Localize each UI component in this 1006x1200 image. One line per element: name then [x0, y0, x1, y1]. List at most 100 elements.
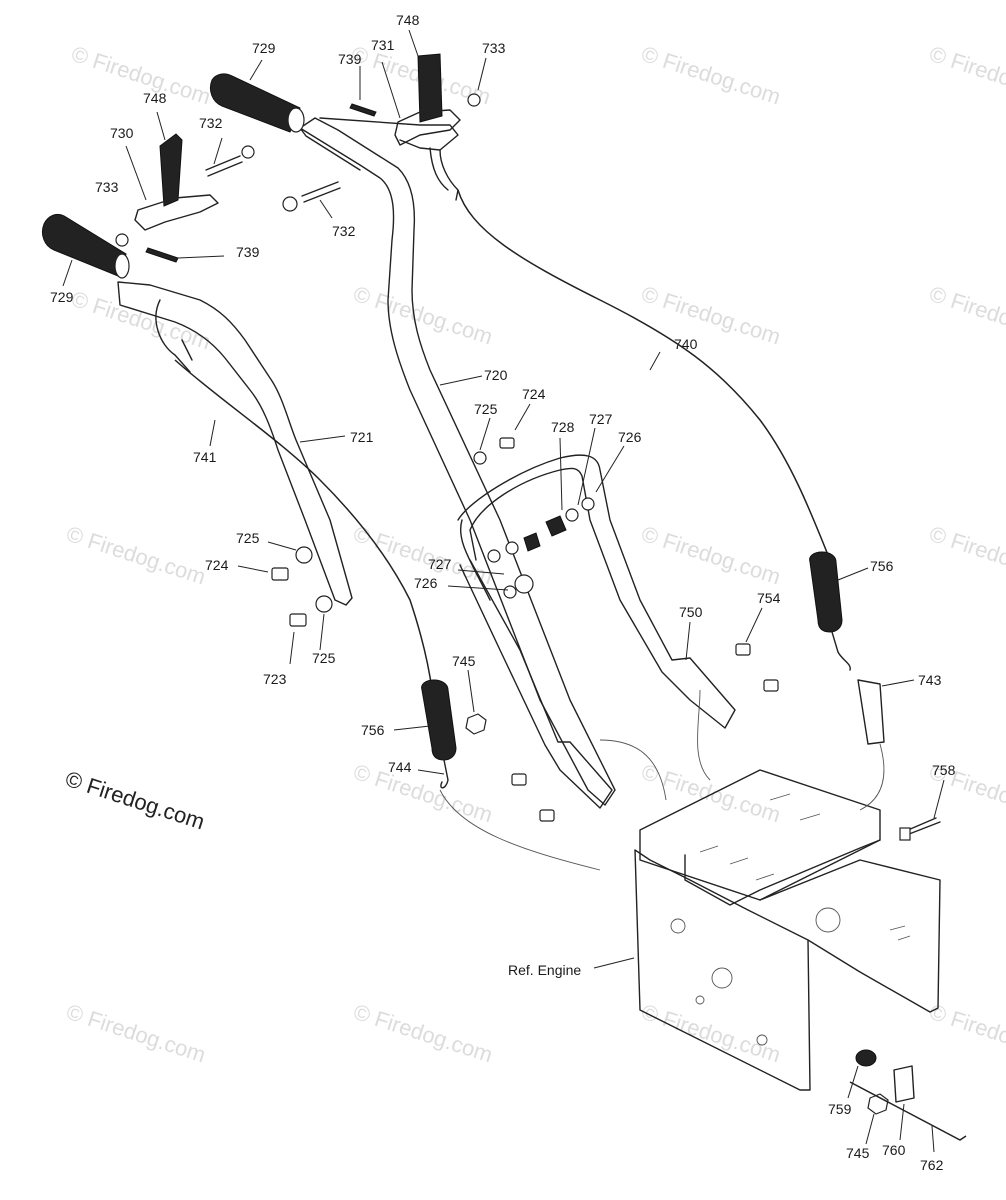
part-label-748: 748: [396, 12, 420, 28]
frame-edge: [889, 925, 911, 941]
leader-line: [479, 417, 491, 451]
lock-bar-left: [145, 247, 179, 263]
leader-line: [467, 669, 475, 713]
spring-bracket: [857, 679, 885, 745]
leader-line: [457, 569, 505, 575]
part-label-727: 727: [428, 556, 452, 572]
ghost-line: [439, 739, 667, 871]
grip-left-end: [114, 253, 130, 279]
part-label-739: 739: [338, 51, 362, 67]
part-label-739: 739: [236, 244, 260, 260]
leader-line: [249, 59, 263, 81]
bolt: [499, 437, 515, 449]
leader-line: [577, 427, 596, 506]
part-label-730: 730: [110, 125, 134, 141]
leader-line: [881, 679, 915, 687]
lock-nut-top: [467, 93, 481, 107]
control-lever-left: [159, 133, 183, 207]
part-label-729: 729: [252, 40, 276, 56]
washer: [315, 595, 333, 613]
knob-hole: [503, 585, 517, 599]
leader-line: [319, 613, 325, 651]
frame-hole: [756, 1034, 768, 1046]
washer: [295, 546, 313, 564]
watermark: © Firedog.com: [926, 41, 1006, 109]
leaders: [62, 29, 945, 1153]
part-label-724: 724: [522, 386, 546, 402]
handle-tube-top: [299, 117, 459, 171]
leader-line: [417, 769, 445, 775]
washer: [473, 451, 487, 465]
grip-left-shape: [41, 213, 127, 277]
drawing: 729 729 748 748 730 731 732 732 733 733 …: [41, 12, 967, 1173]
bushing: [523, 532, 541, 552]
bolt: [763, 679, 779, 692]
watermark: © Firedog.com: [638, 41, 783, 109]
long-bolt-head: [899, 827, 911, 841]
leader-line: [837, 567, 869, 581]
leader-line: [649, 351, 661, 371]
frame-hole: [695, 995, 705, 1005]
lower-handle-left: [459, 559, 613, 809]
control-lever-top: [417, 53, 443, 123]
watermark: © Firedog.com: [63, 999, 208, 1067]
part-label-759: 759: [828, 1101, 852, 1117]
leader-line: [209, 419, 216, 447]
part-label-732: 732: [199, 115, 223, 131]
pivot-pin-left-head: [241, 145, 255, 159]
watermark: © Firedog.com: [638, 521, 783, 589]
part-label-724: 724: [205, 557, 229, 573]
knob: [514, 574, 534, 594]
watermark: © Firedog.com: [350, 999, 495, 1067]
frame-hole: [670, 918, 686, 934]
bushing: [545, 515, 567, 537]
part-label-744: 744: [388, 759, 412, 775]
watermark: © Firedog.com: [350, 281, 495, 349]
watermark: © Firedog.com: [926, 521, 1006, 589]
spring-right: [809, 551, 843, 633]
leader-line: [237, 565, 269, 573]
part-label-729: 729: [50, 289, 74, 305]
leader-line: [319, 199, 333, 219]
leader-line: [447, 585, 509, 591]
pivot-pin-left: [205, 155, 243, 177]
washer: [581, 497, 595, 511]
leader-line: [899, 1103, 905, 1141]
spring-left: [421, 679, 457, 761]
part-label-732: 732: [332, 223, 356, 239]
frame-left-plate: [634, 849, 811, 1091]
leader-line: [593, 957, 635, 969]
spacer-759: [855, 1049, 877, 1067]
upper-handle-right-side: [429, 147, 459, 201]
frame-hole: [711, 967, 733, 989]
part-label-727: 727: [589, 411, 613, 427]
leader-line: [156, 111, 166, 141]
leader-line: [267, 541, 297, 551]
pivot-pin-right-head: [282, 196, 298, 212]
watermark: © Firedog.com: [68, 41, 213, 109]
part-label-728: 728: [551, 419, 575, 435]
part-label-723: 723: [263, 671, 287, 687]
part-label-743: 743: [918, 672, 942, 688]
leader-line: [289, 631, 295, 665]
grip-top-end: [287, 107, 305, 133]
bolt: [511, 773, 527, 786]
copyright-text: © Firedog.com: [62, 766, 207, 834]
part-label-760: 760: [882, 1142, 906, 1158]
washer: [505, 541, 519, 555]
washer: [487, 549, 501, 563]
cable-left: [174, 359, 433, 691]
leader-line: [559, 437, 563, 511]
extension-spring-right: [831, 631, 851, 671]
cable-bracket: [893, 1065, 915, 1103]
part-label-750: 750: [679, 604, 703, 620]
leader-line: [685, 621, 691, 661]
upper-handle-left-inner: [155, 299, 193, 373]
leader-line: [299, 435, 346, 443]
leader-line: [62, 259, 73, 287]
upper-handle-right: [299, 117, 616, 806]
part-label-721: 721: [350, 429, 374, 445]
part-label-748: 748: [143, 90, 167, 106]
grip-left: [41, 213, 130, 279]
